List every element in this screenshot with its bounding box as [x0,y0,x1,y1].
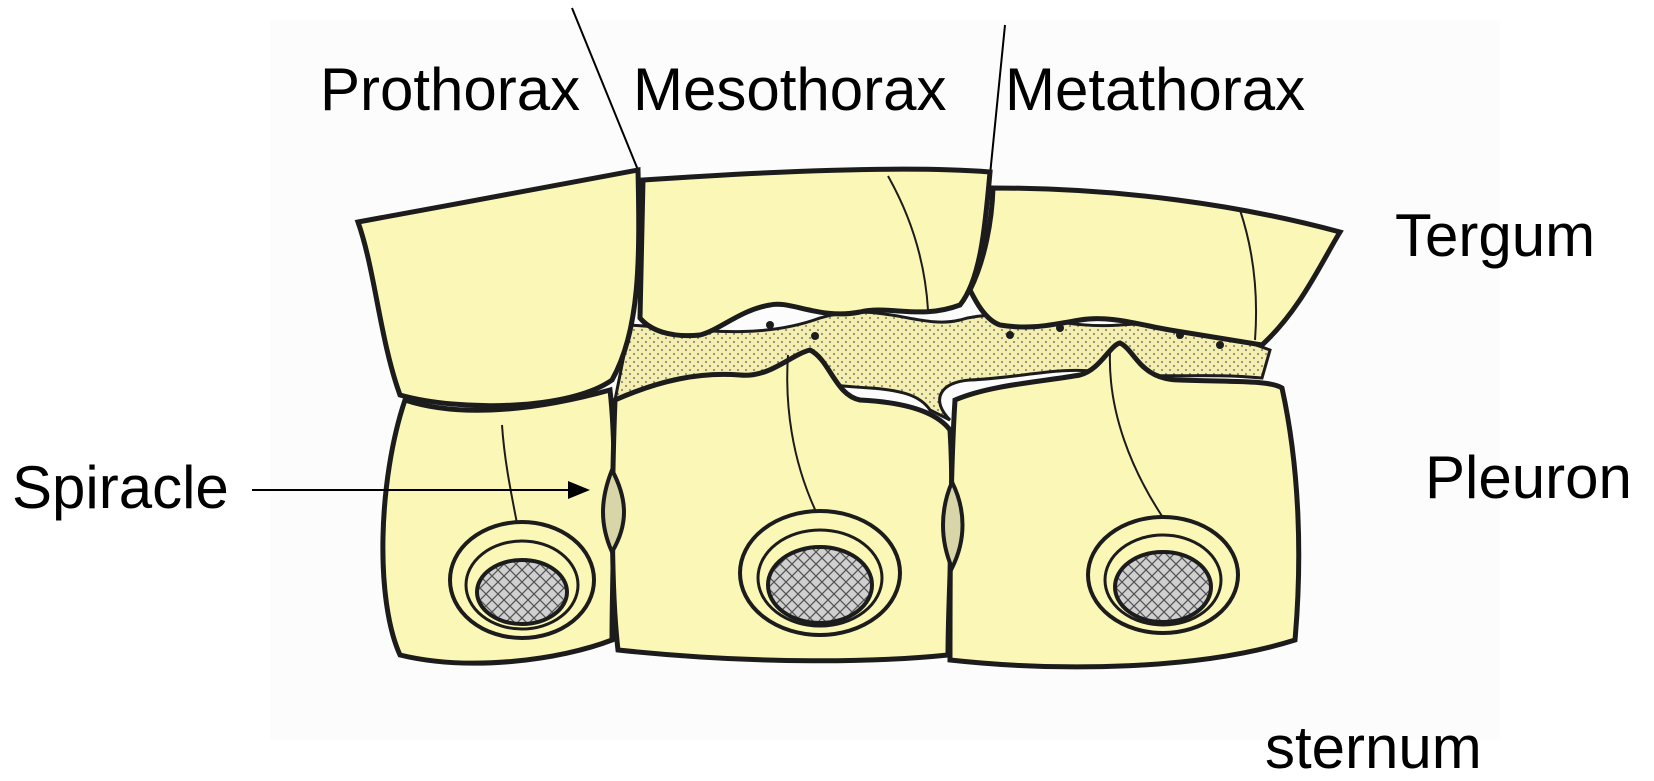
prothorax-leader-line [572,8,638,170]
label-tergum: Tergum [1395,206,1595,266]
prothorax-coxa [477,560,567,624]
metathorax-coxa [1115,552,1211,622]
prothorax-tergum [358,170,639,406]
label-sternum: sternum [1265,718,1482,778]
label-pleuron: Pleuron [1425,448,1632,508]
metathorax-leader-line [990,25,1005,175]
label-spiracle: Spiracle [12,458,229,518]
metathorax-tergum [970,188,1340,345]
mesothorax-tergum [640,169,990,336]
label-mesothorax: Mesothorax [633,60,946,120]
label-prothorax: Prothorax [320,60,580,120]
mesothorax-coxa [768,547,872,623]
label-metathorax: Metathorax [1005,60,1305,120]
